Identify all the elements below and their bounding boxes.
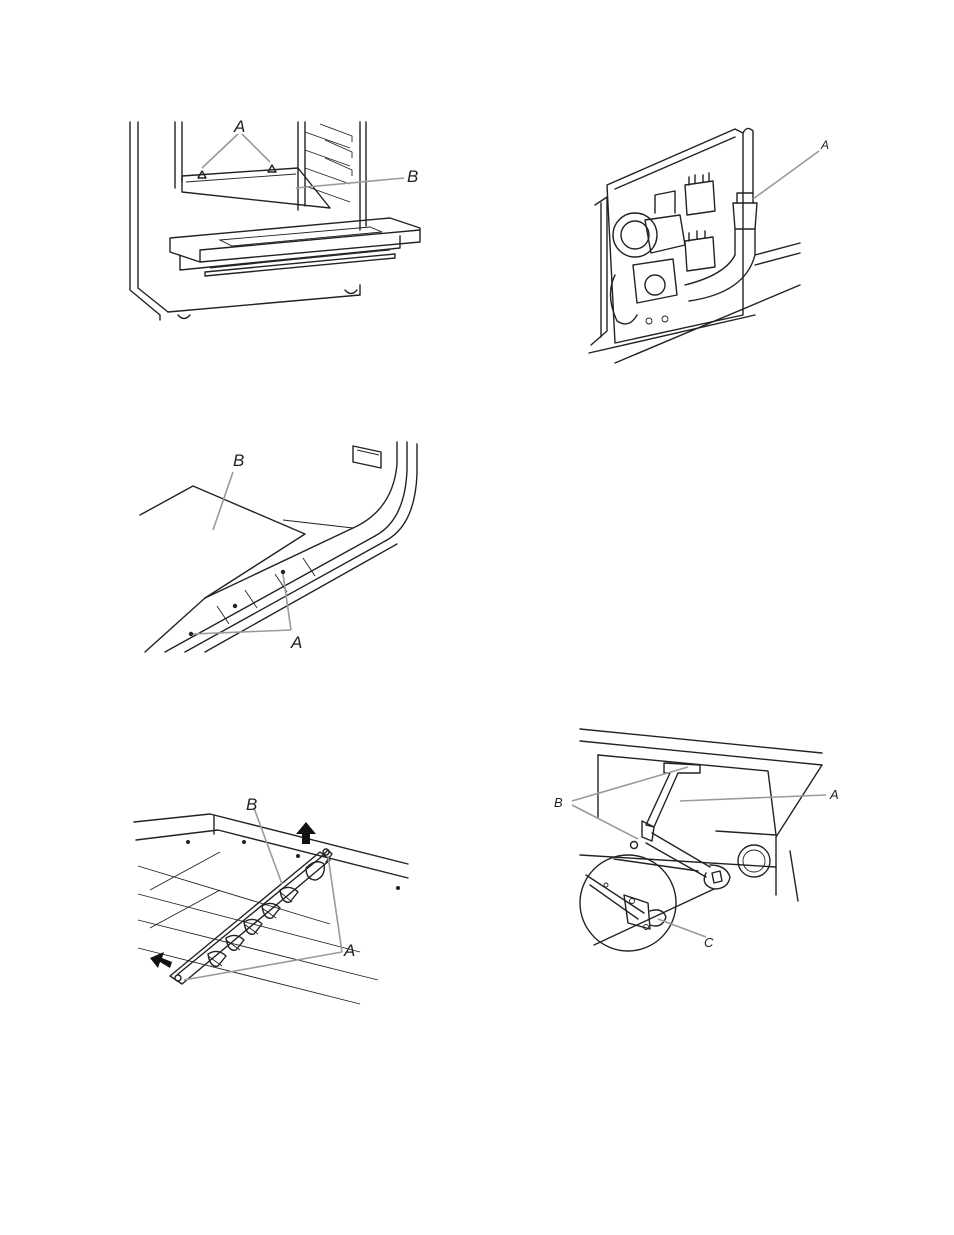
figure-oven-bottom-panel: B A: [135, 440, 425, 660]
burner-screws-illustration: B A: [133, 795, 409, 1005]
label-b: B: [407, 167, 418, 186]
oven-cavity-illustration: A B: [129, 117, 421, 321]
figure-burner-screws: B A: [130, 792, 415, 1012]
figure-gas-valve-fitting: A: [585, 125, 845, 370]
label-a: A: [820, 138, 829, 152]
label-c: C: [704, 935, 714, 950]
label-a: A: [343, 941, 355, 960]
figure-burner-bracket: B A C: [550, 725, 845, 960]
label-a: A: [290, 633, 302, 652]
label-b: B: [246, 795, 257, 814]
label-b: B: [554, 795, 563, 810]
burner-bracket-illustration: B A C: [554, 728, 839, 952]
label-a: A: [233, 117, 245, 136]
oven-bottom-illustration: B A: [139, 441, 418, 653]
label-b: B: [233, 451, 244, 470]
gas-valve-illustration: A: [588, 127, 829, 364]
label-a: A: [829, 787, 839, 802]
figure-oven-cavity: A B: [120, 110, 440, 330]
